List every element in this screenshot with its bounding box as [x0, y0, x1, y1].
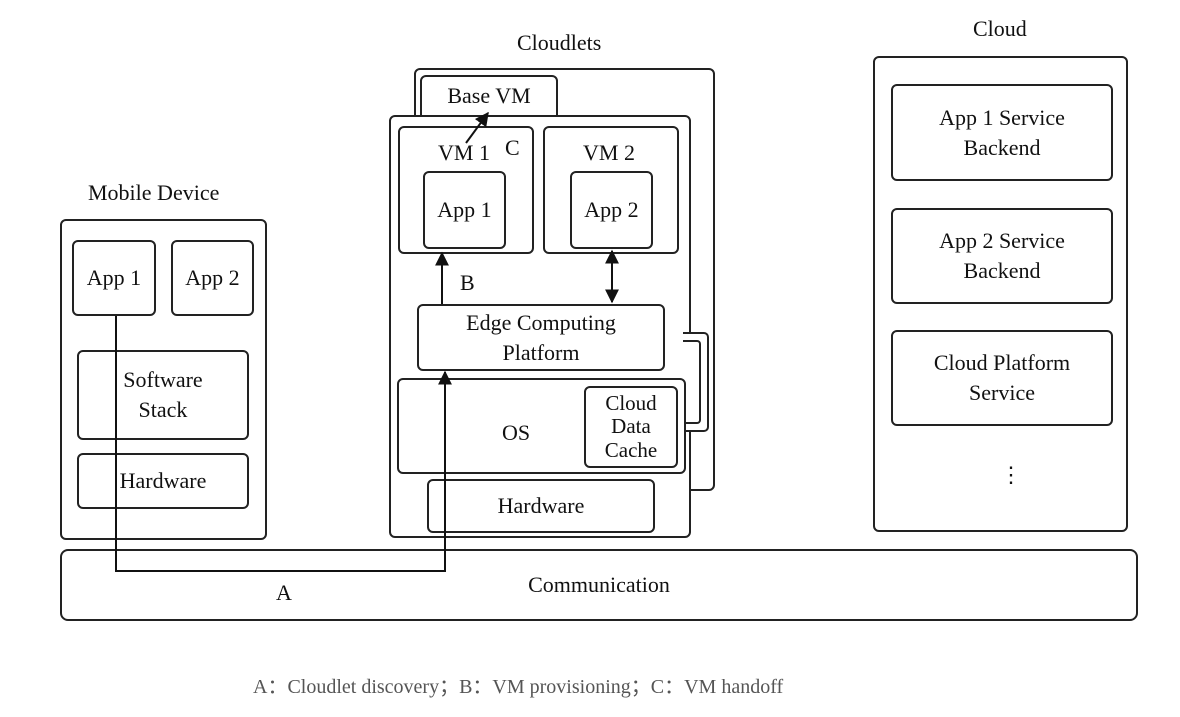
communication-label: Communication [528, 572, 670, 598]
vm1-app-label: App 1 [437, 197, 492, 223]
mobile-app2-label: App 2 [185, 265, 240, 291]
figure-caption: A：Cloudlet discovery；B：VM provisioning；C… [253, 676, 784, 698]
mobile-device-title: Mobile Device [88, 180, 220, 205]
cloud-title: Cloud [973, 16, 1027, 41]
mobile-hardware-label: Hardware [119, 468, 207, 494]
mobile-hardware-box: Hardware [77, 453, 249, 509]
mobile-app2-box: App 2 [171, 240, 254, 316]
vm2-label: VM 2 [583, 140, 635, 165]
flow-label-b: B [460, 270, 475, 295]
os-label: OS [502, 420, 531, 445]
cloud-service-1-label: App 1 Service Backend [939, 104, 1065, 160]
cloud-service-2-label: App 2 Service Backend [939, 228, 1065, 283]
arrow-a [115, 316, 452, 572]
vm1-app-box: App 1 [423, 171, 506, 249]
base-vm-label: Base VM [447, 83, 531, 108]
mobile-app1-label: App 1 [86, 265, 142, 291]
cloudlet-hardware-label: Hardware [497, 493, 585, 519]
arrow-c [465, 111, 489, 144]
stack-edge-inner [683, 340, 701, 424]
cloudlets-title: Cloudlets [517, 30, 602, 55]
cloud-more-ellipsis: ⋮ [1000, 462, 1022, 487]
communication-bar: Communication [60, 549, 1138, 621]
vm2-app-label: App 2 [584, 197, 639, 223]
edge-platform-box: Edge Computing Platform [417, 304, 665, 371]
mobile-app1-box: App 1 [72, 240, 156, 316]
cloud-data-cache-label: Cloud Data Cache [604, 391, 658, 462]
software-stack-box: Software Stack [77, 350, 249, 440]
software-stack-label: Software Stack [123, 367, 203, 422]
vm2-app-box: App 2 [570, 171, 653, 249]
cloud-service-3-box: Cloud Platform Service [891, 330, 1113, 426]
cloud-data-cache-box: Cloud Data Cache [584, 386, 678, 468]
flow-label-c: C [505, 135, 520, 160]
cloud-service-2-box: App 2 Service Backend [891, 208, 1113, 304]
vm1-label: VM 1 [438, 140, 490, 165]
cloud-service-3-label: Cloud Platform Service [933, 350, 1071, 405]
cloud-service-1-box: App 1 Service Backend [891, 84, 1113, 181]
flow-label-a: A [276, 580, 292, 605]
cloudlet-hardware-box: Hardware [427, 479, 655, 533]
edge-platform-label: Edge Computing Platform [466, 309, 616, 365]
